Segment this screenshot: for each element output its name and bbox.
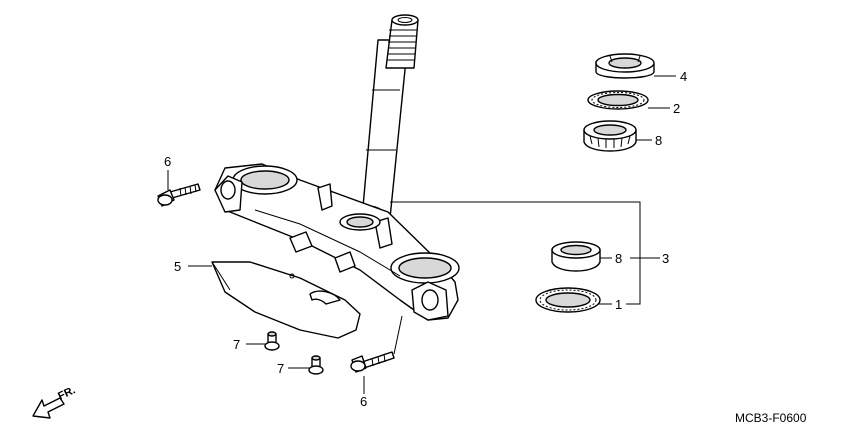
leader-lines (167, 75, 676, 394)
callout-7-left: 7 (233, 337, 240, 352)
callout-8-upper: 8 (655, 133, 662, 148)
callout-2: 2 (673, 101, 680, 116)
callout-5: 5 (174, 259, 181, 274)
front-direction-indicator: FR. (32, 384, 77, 419)
lower-dust-seal (535, 287, 601, 313)
callout-7-right: 7 (277, 361, 284, 376)
callout-8-lower: 8 (615, 251, 622, 266)
callout-6-upper: 6 (164, 154, 171, 169)
dust-seal-upper (587, 90, 649, 110)
steering-stem-shaft (349, 14, 419, 219)
callout-4: 4 (680, 69, 687, 84)
small-bolt-left (264, 331, 280, 351)
front-arrow-icon (32, 397, 65, 419)
steering-stem-lock-nut (595, 53, 655, 79)
flange-bolt-upper (157, 183, 201, 207)
lower-steering-bearing (551, 241, 601, 272)
direction-label: FR. (56, 384, 77, 402)
callout-3: 3 (662, 251, 669, 266)
flange-bolt-lower (350, 351, 395, 373)
steering-stem-bottom-bridge (214, 163, 460, 321)
stem-cover-plate (211, 261, 361, 339)
upper-steering-bearing (583, 120, 637, 152)
callout-1: 1 (615, 297, 622, 312)
callout-labels: 4 2 8 6 8 3 5 1 7 7 6 (164, 69, 687, 409)
figure-code: MCB3-F0600 (735, 411, 807, 425)
small-bolt-right (308, 355, 324, 375)
callout-6-lower: 6 (360, 394, 367, 409)
